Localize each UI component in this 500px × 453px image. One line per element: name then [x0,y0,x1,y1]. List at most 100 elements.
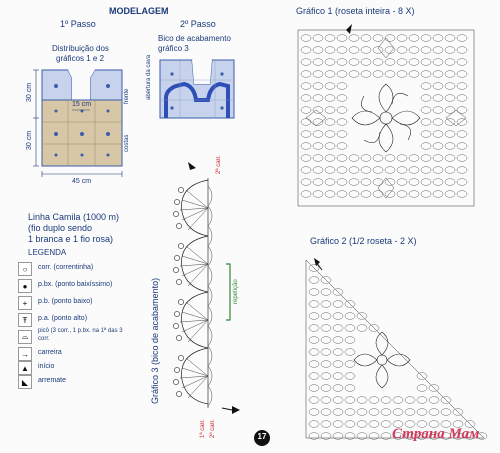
chain-loop [356,324,368,332]
chain-loop [432,94,444,102]
chain-loop [384,34,396,42]
chain-loop [404,408,416,416]
chain-loop [308,276,320,284]
chain-loop [372,70,384,78]
chain-loop [372,34,384,42]
chain-loop [368,408,380,416]
step1-heading: 1º Passo [60,19,96,29]
chain-loop [344,324,356,332]
chain-loop [312,106,324,114]
chain-loop [348,166,360,174]
chain-loop [320,384,332,392]
chain-loop [320,396,332,404]
chain-loop [392,432,404,440]
chain-loop [320,420,332,428]
chain-loop [324,118,336,126]
chain-loop [344,396,356,404]
chain-loop [308,300,320,308]
chain-loop [356,396,368,404]
chain-loop [432,34,444,42]
chain-loop [344,372,356,380]
chain-loop [336,154,348,162]
chain-loop [312,46,324,54]
chain-loop [440,420,452,428]
step2-caption-line2: gráfico 3 [158,44,189,53]
chain-loop [324,46,336,54]
chain-loop [408,190,420,198]
chain-loop [432,190,444,198]
chart1-rosette [297,29,475,207]
chain-loop [396,34,408,42]
chain-loop [300,34,312,42]
chain-loop [336,58,348,66]
chain-loop [336,70,348,78]
chain-loop [348,190,360,198]
chain-loop [348,46,360,54]
chain-loop [312,166,324,174]
start-arrow-icon [188,162,196,170]
chain-loop [300,190,312,198]
chain-loop [344,312,356,320]
chain-loop [476,432,488,440]
chain-loop [456,70,468,78]
chain-loop [344,408,356,416]
chain-loop [464,432,476,440]
chain-loop [432,82,444,90]
chain-loop [360,34,372,42]
chain-loop [432,46,444,54]
chain-loop [456,142,468,150]
chain-loop [320,324,332,332]
chain-loop [432,130,444,138]
chain-loop [368,432,380,440]
chain-loop [384,154,396,162]
chain-loop [372,190,384,198]
chain-loop [444,46,456,54]
step1-schematic [33,69,123,177]
chart3-repetition: repetição [233,279,239,304]
chain-loop [444,166,456,174]
chain-loop [396,166,408,174]
chain-loop [312,190,324,198]
chain-loop [368,420,380,428]
chain-loop [396,46,408,54]
chain-loop [408,70,420,78]
chain-stitch-icon: ○ [18,262,32,276]
chain-loop [432,106,444,114]
chain-loop [444,118,456,126]
chain-loop [416,408,428,416]
chain-loop [456,34,468,42]
chain-loop [440,396,452,404]
chain-loop [420,154,432,162]
chain-loop [324,82,336,90]
chain-loop [308,324,320,332]
chain-loop [408,46,420,54]
chain-loop [384,190,396,198]
dim-30-top: 30 cm [26,82,33,102]
chain-loop [308,264,320,272]
chain-loop [380,408,392,416]
chain-loop [308,408,320,416]
chain-loop [348,154,360,162]
chain-loop [456,46,468,54]
chain-loop [420,94,432,102]
chain-loop [432,178,444,186]
page-number-badge [254,430,270,446]
chain-loop [384,166,396,174]
chain-loop [324,130,336,138]
chain-loop [420,46,432,54]
chain-loop [368,396,380,404]
chain-loop [452,408,464,416]
chain-loop [344,360,356,368]
chain-loop [456,118,468,126]
chain-loop [320,336,332,344]
chart3-row2-bottom: 2ª carr. [210,419,216,438]
finish-icon: ◣ [18,375,32,389]
chain-loop [360,154,372,162]
legend-label: início [38,363,55,370]
chain-loop [456,190,468,198]
chain-loop [444,154,456,162]
chain-loop [344,432,356,440]
chain-loop [344,420,356,428]
chain-loop [416,432,428,440]
chain-loop [416,384,428,392]
